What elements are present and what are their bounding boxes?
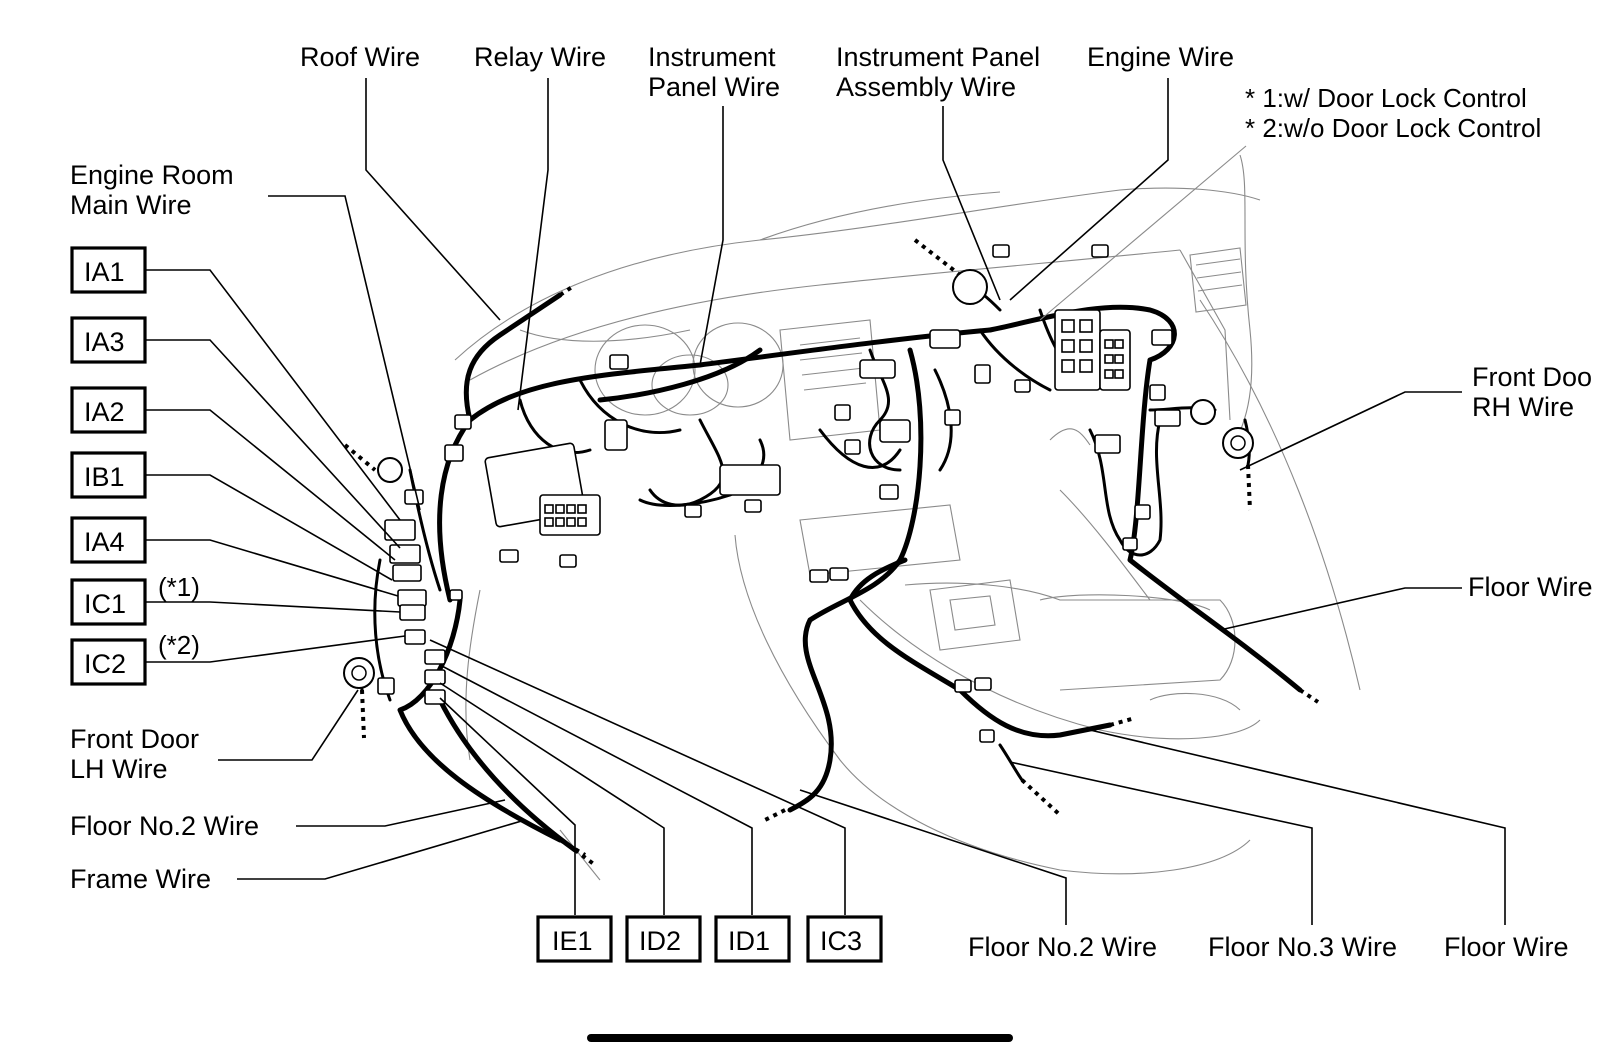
connector-label: IC1 (84, 589, 126, 619)
connector-label: IE1 (552, 926, 593, 956)
note-door-lock-control-without: * 2:w/o Door Lock Control (1245, 113, 1541, 143)
label-front-door-lh-line1: Front Door (70, 724, 199, 754)
note-door-lock-control-with: * 1:w/ Door Lock Control (1245, 83, 1527, 113)
connector-box-ia3: IA3 (70, 316, 147, 364)
label-instrument-panel-wire-line1: Instrument (648, 42, 776, 72)
label-engine-wire: Engine Wire (1087, 42, 1234, 72)
leader-lines (145, 78, 1506, 925)
connectors-small (377, 244, 1181, 743)
label-frame-wire: Frame Wire (70, 864, 211, 894)
wire-harness (343, 238, 1320, 867)
label-floor-wire-bottom: Floor Wire (1444, 932, 1569, 962)
connector-label: ID2 (639, 926, 681, 956)
label-floor-no2-wire-bottom: Floor No.2 Wire (968, 932, 1157, 962)
connector-box-ia1: IA1 (70, 246, 147, 294)
label-floor-no3-wire: Floor No.3 Wire (1208, 932, 1397, 962)
connector-box-ic3: IC3 (806, 915, 883, 963)
connector-label: IA1 (84, 257, 125, 287)
label-front-door-lh-line2: LH Wire (70, 754, 168, 784)
connector-box-ib1: IB1 (70, 451, 147, 499)
label-ip-assembly-wire-line2: Assembly Wire (836, 72, 1016, 102)
label-ip-assembly-wire-line1: Instrument Panel (836, 42, 1040, 72)
connector-label: IC2 (84, 649, 126, 679)
connector-box-ia4: IA4 (70, 516, 147, 564)
grommets (343, 269, 1254, 689)
label-front-door-rh-line2: RH Wire (1472, 392, 1574, 422)
connector-box-ia2: IA2 (70, 386, 147, 434)
label-front-door-rh-line1: Front Doo (1472, 362, 1592, 392)
label-floor-no2-wire-left: Floor No.2 Wire (70, 811, 259, 841)
connector-box-ic2: IC2 (70, 638, 147, 686)
connector-label: IA4 (84, 527, 125, 557)
connector-label: IA2 (84, 397, 125, 427)
label-instrument-panel-wire-line2: Panel Wire (648, 72, 780, 102)
connector-label: ID1 (728, 926, 770, 956)
dashboard-outline (454, 154, 1361, 881)
footnote-mark-ic1: (*1) (158, 572, 200, 602)
label-floor-wire-right: Floor Wire (1468, 572, 1593, 602)
connector-label: IA3 (84, 327, 125, 357)
footnote-mark-ic2: (*2) (158, 630, 200, 660)
connector-box-id1: ID1 (714, 915, 791, 963)
connector-label: IC3 (820, 926, 862, 956)
connector-box-ie1: IE1 (536, 915, 613, 963)
connector-box-ic1: IC1 (70, 578, 147, 626)
label-relay-wire: Relay Wire (474, 42, 606, 72)
label-roof-wire: Roof Wire (300, 42, 420, 72)
home-indicator[interactable] (587, 1034, 1013, 1042)
connector-label: IB1 (84, 462, 125, 492)
label-engine-room-main-line1: Engine Room (70, 160, 234, 190)
connector-box-id2: ID2 (625, 915, 702, 963)
label-engine-room-main-line2: Main Wire (70, 190, 192, 220)
